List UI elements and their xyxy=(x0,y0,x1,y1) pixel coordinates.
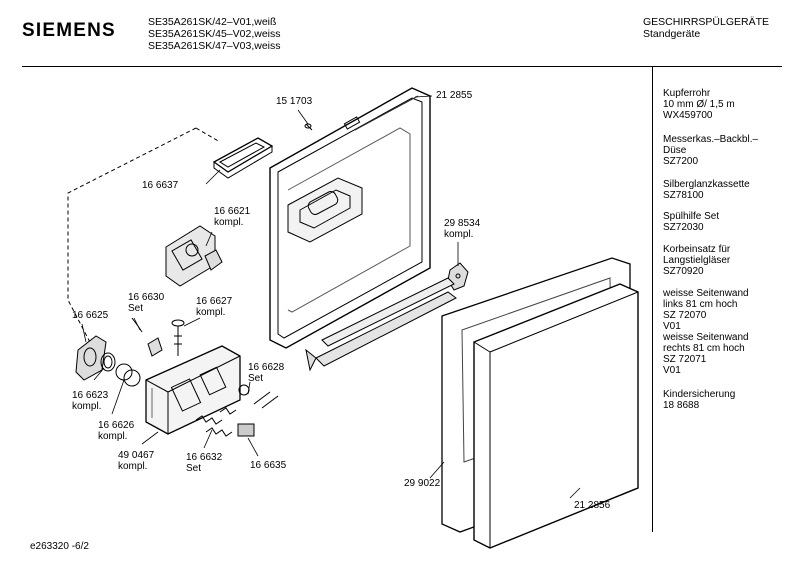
lever-set-part xyxy=(238,384,279,409)
label-part-151703: 15 1703 xyxy=(276,96,313,107)
accessory-child-lock: Kindersicherung 18 8688 xyxy=(663,389,736,411)
model-line-3: SE35A261SK/47–V03,weiss xyxy=(148,40,281,52)
label-part-166628: 16 6628 Set xyxy=(248,362,285,384)
label-part-299022: 29 9022 xyxy=(404,478,441,489)
label-part-298534: 29 8534 kompl. xyxy=(444,218,481,240)
control-module-part xyxy=(145,345,241,435)
model-line-1: SE35A261SK/42–V01,weiß xyxy=(148,16,277,28)
seal-rails-part xyxy=(305,277,457,372)
cover-part xyxy=(165,225,223,287)
label-part-166626: 16 6626 kompl. xyxy=(98,420,135,442)
leader-lines xyxy=(81,95,581,499)
label-part-166621: 16 6621 kompl. xyxy=(214,206,251,228)
label-part-166630: 16 6630 Set xyxy=(128,292,165,314)
label-part-166632: 16 6632 Set xyxy=(186,452,223,474)
label-part-166623: 16 6623 kompl. xyxy=(72,390,109,412)
brand-logo: SIEMENS xyxy=(22,20,116,41)
dashed-assembly-line xyxy=(67,127,197,349)
sidebar-divider xyxy=(652,66,653,532)
model-line-2: SE35A261SK/45–V02,weiss xyxy=(148,28,281,40)
label-part-490467: 49 0467 kompl. xyxy=(118,450,155,472)
category-title: GESCHIRRSPÜLGERÄTE xyxy=(643,16,770,28)
accessory-rinse-aid-set: Spülhilfe Set SZ72030 xyxy=(663,211,720,233)
seal-ring-part xyxy=(100,352,116,372)
label-part-212856: 21 2856 xyxy=(574,500,611,511)
inner-door-panel xyxy=(269,87,431,349)
accessory-side-panels: weisse Seitenwand links 81 cm hoch SZ 72… xyxy=(663,288,749,376)
screw-part xyxy=(304,123,313,131)
accessory-cutlery-nozzle: Messerkas.–Backbl.– Düse SZ7200 xyxy=(663,134,759,167)
document-id: e263320 -6/2 xyxy=(30,541,89,552)
front-panel xyxy=(473,283,639,549)
switch-part xyxy=(237,423,255,437)
label-part-212855: 21 2855 xyxy=(436,90,473,101)
seal-frame-part xyxy=(212,137,274,179)
label-part-166637: 16 6637 xyxy=(142,180,179,191)
category-subtitle: Standgeräte xyxy=(643,28,701,40)
label-part-166625: 16 6625 xyxy=(72,310,109,321)
valve-part xyxy=(171,319,185,356)
spring-set-part xyxy=(195,407,237,437)
header-divider xyxy=(22,66,782,67)
spring-part xyxy=(115,363,141,387)
label-part-166627: 16 6627 kompl. xyxy=(196,296,233,318)
accessory-copper-pipe: Kupferrohr 10 mm Ø/ 1,5 m WX459700 xyxy=(663,88,735,121)
accessory-glass-basket: Korbeinsatz für Langstielgläser SZ70920 xyxy=(663,244,731,277)
label-part-166635: 16 6635 xyxy=(250,460,287,471)
accessory-silver-cassette: Silberglanzkassette SZ78100 xyxy=(663,179,750,201)
